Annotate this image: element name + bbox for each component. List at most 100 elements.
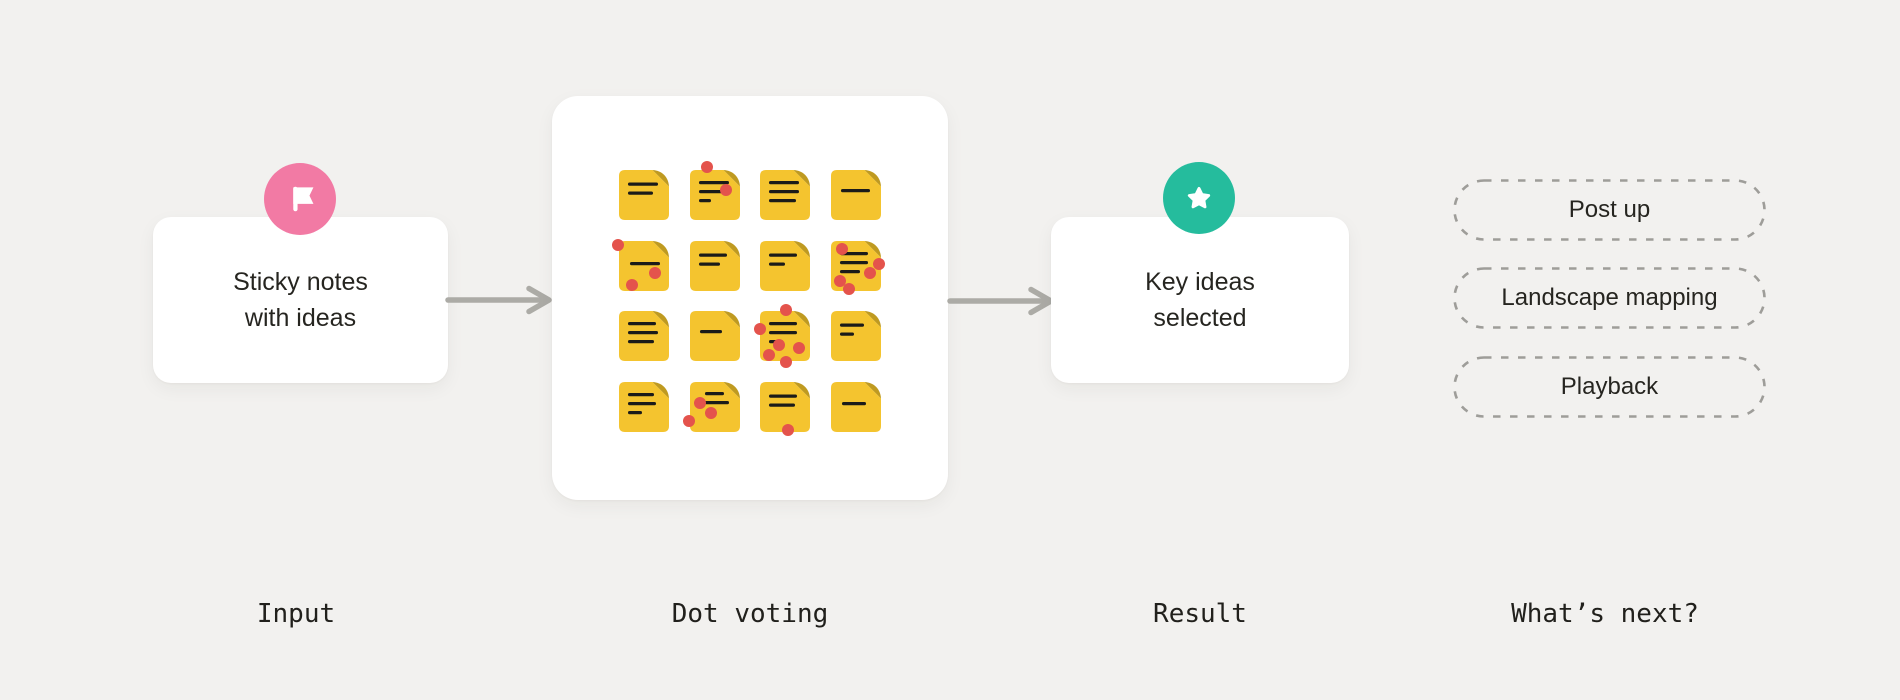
sticky-note-body (689, 381, 740, 432)
pill-playback-label: Playback (1560, 373, 1659, 400)
note-text-line (698, 262, 720, 266)
note-text-line (839, 269, 860, 273)
vote-dot (793, 342, 805, 354)
note-text-line (769, 253, 797, 257)
folded-corner (864, 381, 881, 398)
arrow-right-icon (445, 285, 552, 315)
note-text-line (769, 190, 799, 194)
note-text-line (630, 261, 660, 265)
note-text-line (628, 182, 658, 186)
folded-corner (793, 311, 810, 328)
note-text-line (841, 401, 866, 405)
vote-dot (700, 161, 713, 173)
note-text-line (628, 410, 642, 414)
sticky-note[interactable] (760, 381, 810, 436)
input-card[interactable]: Sticky notes with ideas (153, 217, 448, 383)
note-text-line (628, 191, 653, 195)
pill-playback[interactable]: Playback (1453, 356, 1766, 418)
note-text-line (769, 331, 797, 335)
note-text-line (769, 181, 799, 185)
note-text-line (698, 190, 727, 194)
note-text-line (628, 401, 656, 405)
flag-icon (293, 186, 314, 212)
sticky-note[interactable] (619, 381, 669, 432)
vote-dot (649, 266, 661, 279)
note-text-line (698, 181, 729, 185)
sticky-note[interactable] (754, 304, 810, 368)
note-text-line (628, 392, 654, 396)
folded-corner (652, 240, 669, 257)
sticky-note[interactable] (619, 311, 669, 361)
vote-dot (719, 184, 732, 196)
note-text-line (840, 189, 870, 193)
vote-dot (704, 406, 717, 419)
sticky-note[interactable] (619, 170, 669, 220)
folded-corner (723, 240, 740, 257)
vote-dot (842, 282, 855, 295)
star-icon (1187, 186, 1211, 209)
vote-dot (863, 266, 876, 279)
pill-post-up-label: Post up (1568, 196, 1651, 223)
sticky-note[interactable] (830, 311, 881, 361)
note-text-line (839, 323, 864, 327)
sticky-note[interactable] (682, 381, 740, 432)
note-text-line (628, 322, 656, 326)
sticky-note[interactable] (689, 161, 740, 220)
sticky-note[interactable] (830, 381, 881, 432)
voting-board-grid (552, 96, 948, 500)
note-text-line (839, 260, 868, 264)
pill-landscape-mapping[interactable]: Landscape mapping (1453, 267, 1766, 329)
sticky-note[interactable] (830, 170, 881, 220)
note-text-line (839, 332, 854, 336)
sticky-note[interactable] (689, 240, 740, 291)
stage-label-input: Input (256, 599, 336, 629)
vote-dot (626, 278, 638, 291)
folded-corner (723, 311, 740, 328)
vote-dot (872, 257, 885, 270)
note-text-line (704, 391, 724, 395)
vote-dot (782, 423, 794, 436)
sticky-note-body (689, 311, 740, 361)
pill-post-up[interactable]: Post up (1453, 179, 1766, 241)
vote-dot (773, 339, 785, 351)
arrow-right-icon (947, 286, 1054, 316)
vote-dot (754, 323, 766, 335)
flag-badge (264, 163, 336, 235)
stage-label-result: Result (1153, 599, 1247, 629)
note-text-line (769, 403, 795, 407)
result-card[interactable]: Key ideas selected (1051, 217, 1349, 383)
note-text-line (699, 330, 722, 334)
folded-corner (652, 170, 669, 187)
voting-board-card[interactable] (552, 96, 948, 500)
star-badge (1163, 162, 1235, 234)
folded-corner (652, 311, 669, 328)
input-card-title-line2: with ideas (244, 304, 357, 332)
vote-dot (780, 304, 792, 316)
folded-corner (793, 240, 810, 257)
note-text-line (769, 322, 797, 326)
result-card-title: Key ideas selected (1145, 264, 1255, 336)
folded-corner (723, 381, 740, 398)
folded-corner (652, 381, 669, 398)
note-text-line (628, 340, 654, 344)
folded-corner (864, 311, 881, 328)
vote-dot (763, 349, 775, 361)
folded-corner (723, 170, 740, 187)
vote-dot (693, 396, 706, 409)
stage-label-whats-next: What’s next? (1511, 599, 1699, 629)
input-card-title: Sticky notes with ideas (233, 264, 368, 336)
sticky-note[interactable] (760, 240, 810, 291)
sticky-note[interactable] (760, 170, 810, 220)
note-text-line (769, 199, 796, 203)
note-text-line (769, 394, 797, 398)
note-text-line (698, 253, 727, 257)
sticky-note[interactable] (830, 240, 885, 295)
vote-dot (780, 356, 792, 368)
sticky-note-body (830, 381, 881, 432)
sticky-note[interactable] (689, 311, 740, 361)
folded-corner (864, 240, 881, 257)
input-card-title-line1: Sticky notes (233, 268, 368, 296)
note-text-line (698, 199, 711, 203)
sticky-note[interactable] (612, 238, 669, 291)
folded-corner (793, 381, 810, 398)
